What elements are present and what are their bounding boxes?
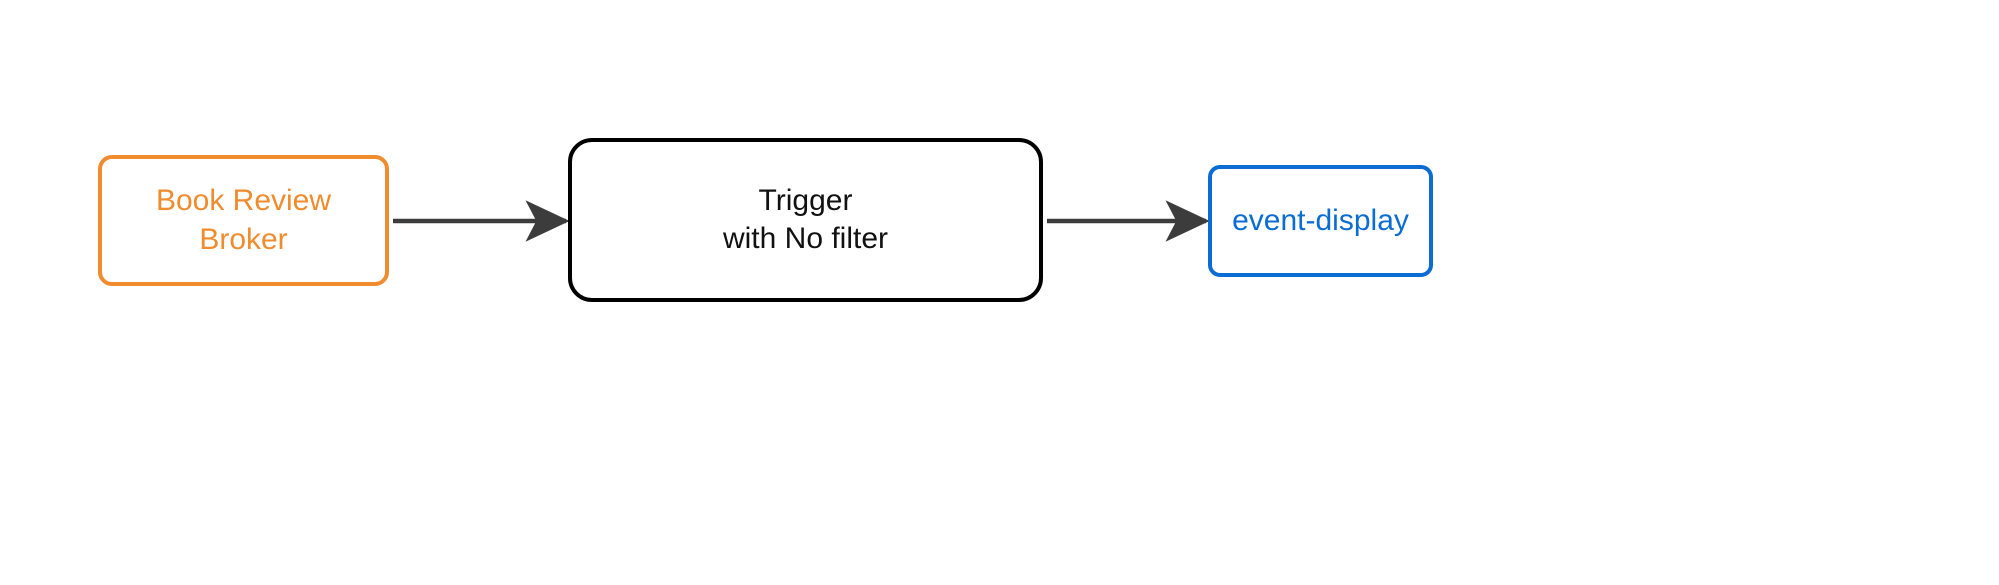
node-trigger-label: Trigger with No filter xyxy=(722,183,889,255)
node-trigger[interactable]: Trigger with No filter xyxy=(568,138,1043,302)
node-book-review-broker[interactable]: Book Review Broker xyxy=(98,155,389,286)
node-broker-label: Book Review Broker xyxy=(155,184,332,256)
node-event-display[interactable]: event-display xyxy=(1208,165,1433,277)
node-sink-label: event-display xyxy=(1232,203,1409,237)
